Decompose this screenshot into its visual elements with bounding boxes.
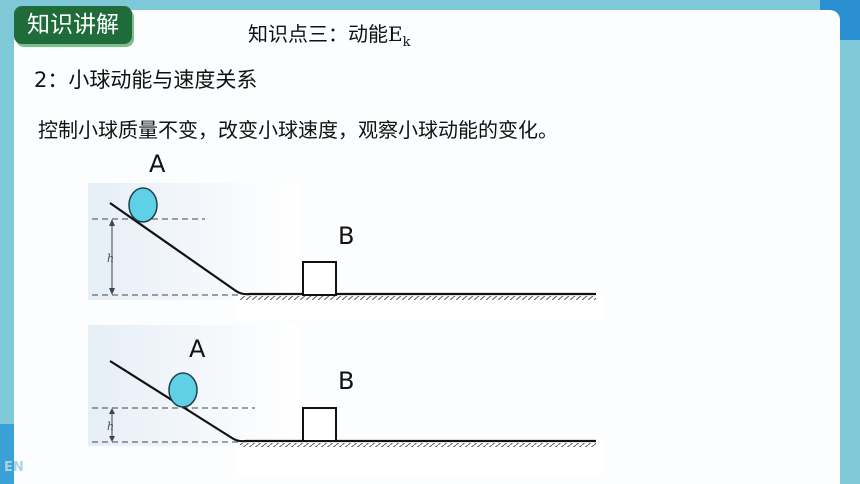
bottom-height-label: h (107, 420, 114, 433)
bottom-ground-hatch (240, 443, 596, 447)
top-ground-hatch (240, 296, 596, 300)
instruction-text: 控制小球质量不变，改变小球速度，观察小球动能的变化。 (38, 118, 558, 142)
page-title-subscript: k (402, 35, 411, 50)
bottom-arrow-head-up (109, 408, 115, 414)
top-block (302, 261, 337, 296)
top-ball (128, 187, 158, 223)
page-title-text: 知识点三：动能E (248, 22, 403, 46)
diagram-bottom: h (88, 325, 604, 474)
page-title: 知识点三：动能Ek (248, 18, 411, 50)
bottom-ball-label: A (189, 335, 206, 363)
diagram-top: h (88, 183, 604, 320)
top-ramp (109, 202, 596, 296)
top-arrow-head-up (109, 219, 115, 226)
bottom-block-label: B (338, 367, 355, 395)
top-background (88, 183, 298, 300)
section-badge: 知识讲解 (14, 6, 132, 44)
top-block-label: B (338, 222, 355, 250)
bottom-block (302, 407, 337, 442)
bottom-arrow-head-down (109, 436, 115, 442)
top-ball-label: A (149, 150, 166, 178)
top-arrow-head-down (109, 288, 115, 295)
top-height-label: h (107, 252, 114, 265)
watermark-text: EN (4, 460, 24, 475)
bottom-ramp (109, 360, 596, 443)
topic-subtitle: 2：小球动能与速度关系 (34, 68, 258, 92)
bottom-ball (168, 372, 198, 408)
